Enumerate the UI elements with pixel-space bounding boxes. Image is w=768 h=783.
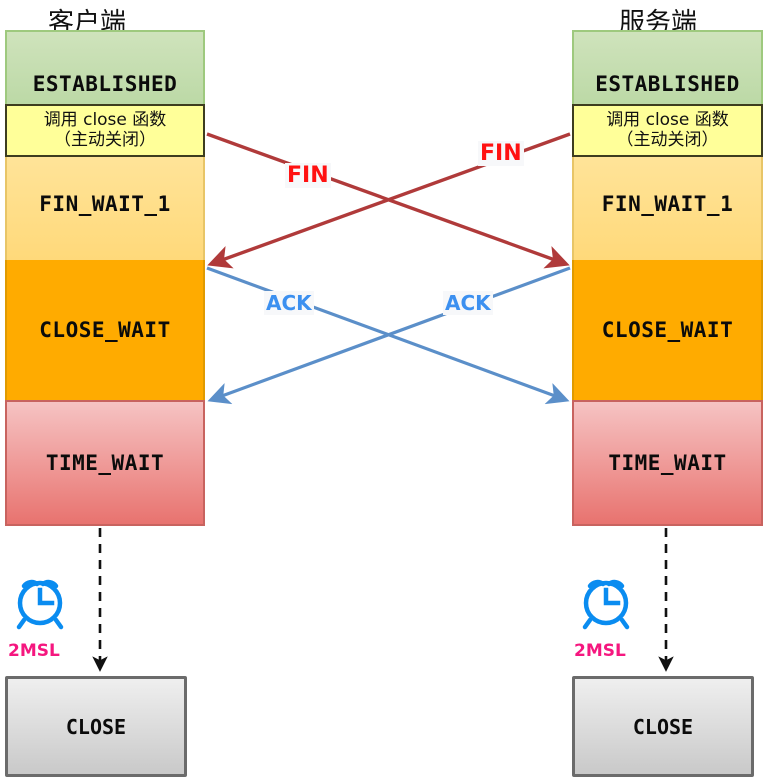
- server-2msl-label: 2MSL: [574, 641, 626, 661]
- client-state-fin-wait-1-label: FIN_WAIT_1: [39, 192, 171, 216]
- client-close-call-note-line-2: （主动关闭）: [54, 129, 156, 150]
- server-state-fin-wait-1-label: FIN_WAIT_1: [601, 192, 734, 216]
- client-state-close-wait: CLOSE_WAIT: [5, 260, 205, 400]
- client-alarm-clock-icon: [12, 572, 68, 630]
- server-state-time-wait-label: TIME_WAIT: [608, 451, 727, 475]
- client-state-close-label: CLOSE: [65, 714, 127, 739]
- server-close-call-note-line-2: （主动关闭）: [616, 129, 719, 150]
- message-label-fin-server-to-client: FIN: [478, 141, 524, 166]
- server-state-close-wait: CLOSE_WAIT: [572, 260, 763, 400]
- server-state-close-wait-label: CLOSE_WAIT: [601, 318, 734, 342]
- client-state-close-wait-label: CLOSE_WAIT: [39, 318, 171, 342]
- message-label-fin-client-to-server: FIN: [285, 163, 331, 188]
- server-state-close-label: CLOSE: [632, 714, 694, 739]
- client-2msl-label: 2MSL: [8, 641, 60, 661]
- client-state-established-label: ESTABLISHED: [32, 72, 178, 96]
- client-state-established: ESTABLISHED: [5, 30, 205, 104]
- server-state-established: ESTABLISHED: [572, 30, 763, 104]
- server-state-time-wait: TIME_WAIT: [572, 400, 763, 526]
- server-close-call-note-line-1: 调用 close 函数: [606, 110, 729, 131]
- client-state-close: CLOSE: [5, 676, 187, 777]
- client-state-time-wait: TIME_WAIT: [5, 400, 205, 526]
- server-close-call-note: 调用 close 函数 （主动关闭）: [572, 104, 763, 157]
- server-state-close: CLOSE: [572, 676, 754, 777]
- arrow-ack-client-to-server: [206, 266, 570, 405]
- server-state-established-label: ESTABLISHED: [595, 72, 740, 96]
- arrow-ack-server-to-client: [207, 266, 571, 405]
- client-state-time-wait-label: TIME_WAIT: [45, 451, 165, 475]
- server-alarm-clock-icon: [578, 572, 634, 630]
- message-label-ack-client-to-server: ACK: [264, 291, 314, 315]
- client-close-call-note: 调用 close 函数 （主动关闭）: [5, 104, 205, 157]
- message-label-ack-server-to-client: ACK: [443, 291, 493, 315]
- client-close-call-note-line-1: 调用 close 函数: [43, 110, 167, 131]
